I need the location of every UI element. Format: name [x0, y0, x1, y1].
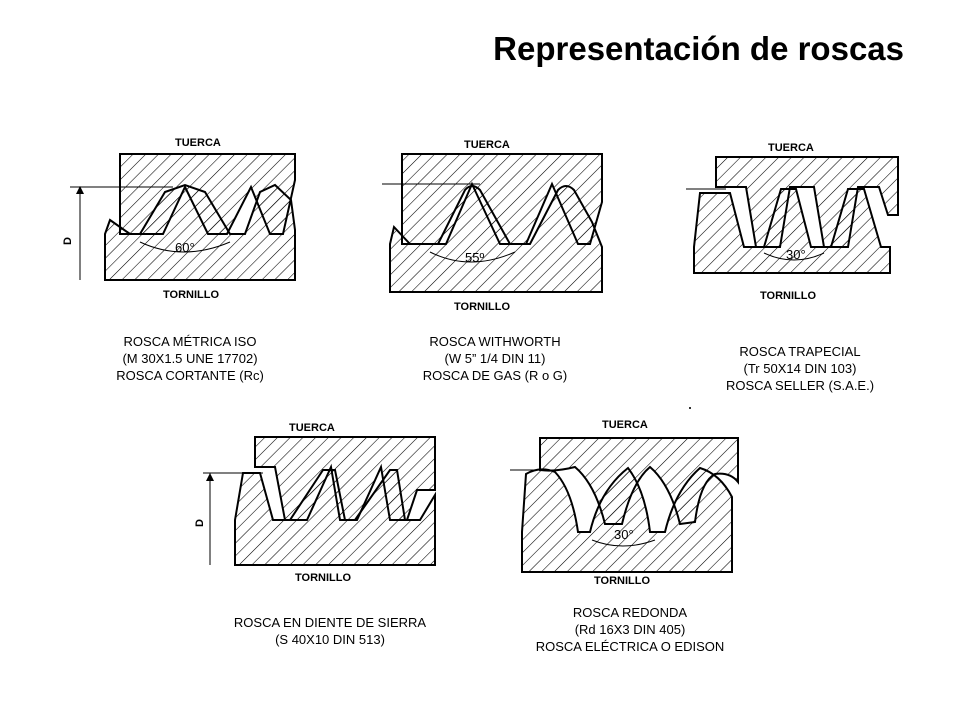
caption-line: (S 40X10 DIN 513) — [275, 632, 385, 647]
caption-line: (Rd 16X3 DIN 405) — [574, 622, 686, 637]
nut-section — [254, 436, 436, 521]
withworth-thread-drawing: TUERCA 55º TORNILLO — [382, 139, 603, 313]
screw-section — [521, 466, 733, 573]
caption-line: (W 5” 1/4 DIN 11) — [444, 351, 546, 366]
nut-label: TUERCA — [602, 419, 648, 431]
screw-label: TORNILLO — [594, 575, 650, 587]
caption-trapezoidal: ROSCA TRAPECIAL (Tr 50X14 DIN 103) ROSCA… — [705, 343, 895, 394]
caption-line: (Tr 50X14 DIN 103) — [743, 361, 857, 376]
angle-label: 55º — [465, 250, 484, 265]
caption-line: ROSCA DE GAS (R o G) — [422, 368, 568, 383]
screw-label: TORNILLO — [454, 301, 510, 313]
diameter-label: D — [194, 519, 206, 527]
caption-line: ROSCA TRAPECIAL — [739, 344, 861, 359]
trapezoidal-thread-drawing: TUERCA 30° TORNILLO — [686, 142, 899, 302]
thread-figure-metric: TUERCA D 60° TORNILLO — [55, 130, 315, 305]
caption-withworth: ROSCA WITHWORTH (W 5” 1/4 DIN 11) ROSCA … — [400, 333, 590, 384]
nut-label: TUERCA — [175, 137, 221, 149]
screw-section — [104, 183, 296, 281]
caption-line: ROSCA REDONDA — [572, 605, 688, 620]
caption-line: ROSCA MÉTRICA ISO — [123, 334, 257, 349]
nut-label: TUERCA — [289, 422, 335, 434]
caption-buttress: ROSCA EN DIENTE DE SIERRA (S 40X10 DIN 5… — [200, 614, 460, 648]
stray-dot — [689, 407, 691, 409]
page-title: Representación de roscas — [493, 30, 904, 67]
screw-label: TORNILLO — [760, 290, 816, 302]
screw-label: TORNILLO — [163, 289, 219, 301]
caption-line: ROSCA ELÉCTRICA O EDISON — [535, 639, 725, 654]
screw-label: TORNILLO — [295, 572, 351, 584]
nut-label: TUERCA — [768, 142, 814, 154]
diameter-label: D — [62, 237, 74, 245]
thread-figure-trapezoidal: TUERCA 30° TORNILLO — [686, 135, 916, 310]
screw-section — [234, 469, 436, 566]
screw-section — [693, 188, 891, 274]
thread-figure-withworth: TUERCA 55º TORNILLO — [380, 132, 620, 313]
nut-label: TUERCA — [464, 139, 510, 151]
angle-label: 60° — [175, 240, 195, 255]
caption-metric: ROSCA MÉTRICA ISO (M 30X1.5 UNE 17702) R… — [95, 333, 285, 384]
caption-line: ROSCA SELLER (S.A.E.) — [725, 378, 875, 393]
thread-figure-round: TUERCA 30° TORNILLO — [510, 412, 750, 592]
caption-round: ROSCA REDONDA (Rd 16X3 DIN 405) ROSCA EL… — [505, 604, 755, 655]
screw-section — [389, 185, 603, 293]
caption-line: ROSCA WITHWORTH — [429, 334, 561, 349]
round-thread-drawing: TUERCA 30° TORNILLO — [510, 419, 739, 587]
thread-figure-buttress: TUERCA D TORNILLO — [185, 415, 445, 590]
caption-line: ROSCA CORTANTE (Rc) — [116, 368, 264, 383]
angle-label: 30° — [786, 247, 806, 262]
buttress-thread-drawing: TUERCA D TORNILLO — [194, 422, 436, 584]
metric-thread-drawing: TUERCA D 60° TORNILLO — [62, 137, 296, 301]
angle-label: 30° — [614, 527, 634, 542]
caption-line: ROSCA EN DIENTE DE SIERRA — [233, 615, 427, 630]
caption-line: (M 30X1.5 UNE 17702) — [122, 351, 258, 366]
